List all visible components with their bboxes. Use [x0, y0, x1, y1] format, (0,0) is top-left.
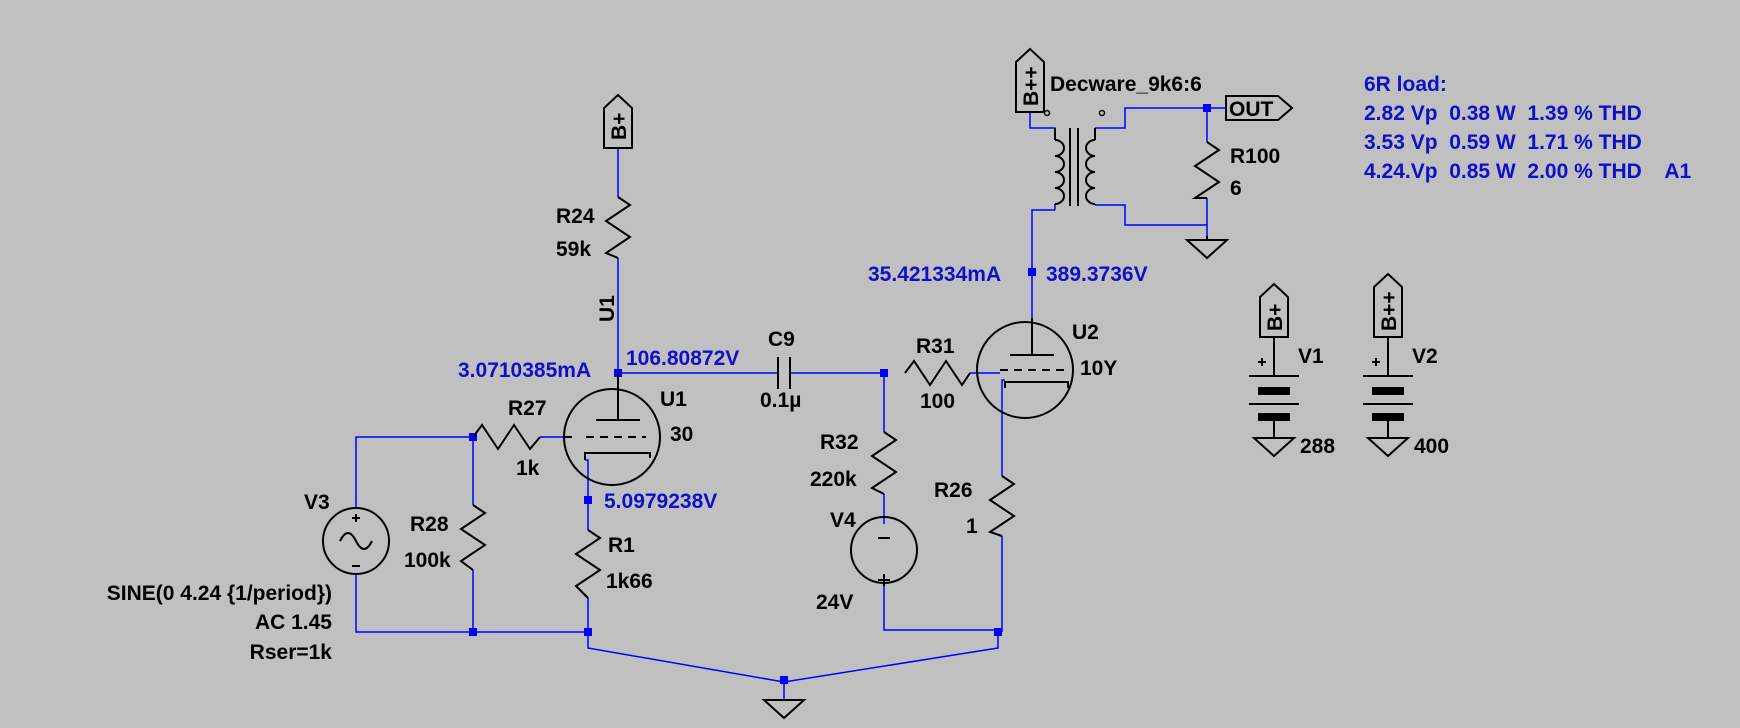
battery-v1	[1249, 337, 1299, 438]
capacitor-c9	[777, 357, 791, 389]
ground-icon	[761, 699, 807, 720]
net-flag-bplusplus: B++	[1015, 47, 1045, 113]
r1-name: R1	[608, 534, 635, 557]
r32-value: 220k	[810, 468, 857, 491]
notes-row: 4.24.Vp 0.85 W 2.00 % THD A1	[1364, 160, 1692, 183]
net-flag-v1-bplus: B+	[1259, 282, 1289, 338]
v4-value: 24V	[816, 591, 853, 614]
c9-value: 0.1µ	[760, 389, 801, 412]
sine-source-v3	[322, 507, 390, 575]
v3-spec-line3: Rser=1k	[250, 641, 333, 664]
u2-value: 10Y	[1080, 357, 1117, 380]
resistor-r28	[459, 504, 487, 571]
svg-text:OUT: OUT	[1229, 98, 1274, 121]
r28-name: R28	[410, 513, 449, 536]
resistor-r32	[870, 431, 898, 495]
wires	[355, 107, 1208, 700]
u1-plate-voltage-readout: 106.80872V	[626, 347, 739, 370]
r31-value: 100	[920, 390, 955, 413]
r27-value: 1k	[516, 457, 540, 480]
v1-name: V1	[1298, 345, 1324, 368]
battery-v2	[1363, 337, 1413, 438]
r100-value: 6	[1230, 177, 1242, 200]
notes-title: 6R load:	[1364, 73, 1447, 96]
svg-text:B++: B++	[1378, 291, 1401, 331]
net-flag-bplus: B+	[603, 93, 633, 149]
resistor-r26	[987, 475, 1016, 537]
dc-source-v4	[850, 516, 918, 586]
output-transformer	[1043, 109, 1106, 206]
v2-value: 400	[1414, 435, 1449, 458]
notes-row: 3.53 Vp 0.59 W 1.71 % THD	[1364, 131, 1642, 154]
r24-name: R24	[556, 205, 595, 228]
r26-name: R26	[934, 479, 973, 502]
transformer-name: Decware_9k6:6	[1050, 73, 1202, 96]
triode-u1	[563, 373, 661, 486]
resistor-r100	[1191, 141, 1221, 199]
r32-name: R32	[820, 431, 859, 454]
notes-row: 2.82 Vp 0.38 W 1.39 % THD	[1364, 102, 1642, 125]
v1-value: 288	[1300, 435, 1335, 458]
resistor-r24	[603, 196, 632, 259]
resistor-r27	[472, 423, 541, 451]
r31-name: R31	[916, 335, 955, 358]
resistor-r31	[904, 359, 971, 387]
v2-name: V2	[1412, 345, 1438, 368]
u1-cathode-voltage-readout: 5.0979238V	[604, 490, 717, 513]
net-flag-v2-bplusplus: B++	[1373, 272, 1403, 338]
ground-icon	[1365, 437, 1411, 458]
ground-icon	[1251, 437, 1297, 458]
u1-name: U1	[660, 388, 687, 411]
r100-name: R100	[1230, 145, 1280, 168]
ground-icon	[1184, 236, 1230, 260]
r26-value: 1	[966, 515, 978, 538]
net-flag-out: OUT	[1207, 95, 1294, 121]
v3-name: V3	[304, 491, 330, 514]
component-labels: R24 59k U1 R27 1k U1 30 R28 100k R1 1k66…	[107, 73, 1449, 664]
triode-u2	[976, 318, 1074, 419]
svg-text:B+: B+	[1264, 304, 1287, 331]
resistor-r1	[574, 529, 602, 599]
u2-current-readout: 35.421334mA	[868, 263, 1001, 286]
r28-value: 100k	[404, 549, 451, 572]
u2-plate-voltage-readout: 389.3736V	[1046, 263, 1148, 286]
c9-name: C9	[768, 328, 795, 351]
r27-name: R27	[508, 397, 547, 420]
v3-spec-line2: AC 1.45	[255, 611, 332, 634]
load-notes: 6R load: 2.82 Vp 0.38 W 1.39 % THD 3.53 …	[1364, 73, 1692, 183]
svg-text:B++: B++	[1020, 66, 1043, 106]
v4-name: V4	[830, 509, 856, 532]
u1-current-readout: 3.0710385mA	[458, 359, 591, 382]
v3-spec-line1: SINE(0 4.24 {1/period})	[107, 582, 332, 605]
u1-vertical-label: U1	[596, 295, 619, 322]
r24-value: 59k	[556, 238, 591, 261]
r1-value: 1k66	[606, 570, 653, 593]
op-point-annotations: 3.0710385mA 106.80872V 5.0979238V 35.421…	[458, 263, 1148, 513]
u2-name: U2	[1072, 321, 1099, 344]
u1-value: 30	[670, 423, 693, 446]
svg-text:B+: B+	[608, 113, 631, 140]
